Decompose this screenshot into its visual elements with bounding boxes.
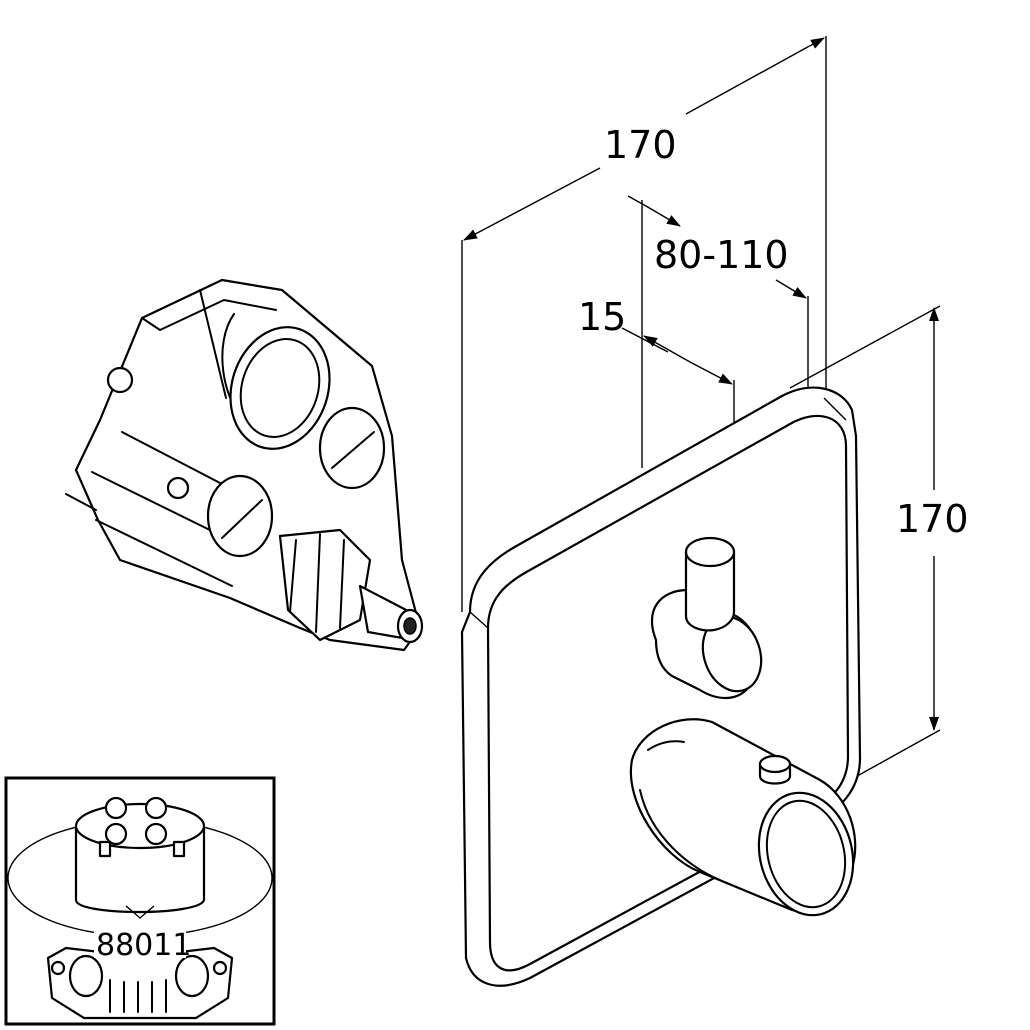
dim-arrow-170-left (463, 167, 601, 241)
valve-body (65, 278, 424, 652)
dim-label-width: 170 (604, 123, 677, 167)
dim-arrow-15-right (689, 361, 733, 385)
dim-arrow-170-right (685, 37, 825, 115)
dim-label-height: 170 (896, 497, 969, 541)
inset-box: 88011 (4, 776, 276, 1026)
extension-line-top-170 (789, 305, 941, 389)
thermostat-knob (629, 718, 857, 917)
dim-arrow-80-110-left (645, 205, 681, 227)
diverter-handle (650, 536, 763, 700)
extension-line-bottom-170 (849, 729, 941, 781)
dim-label-spindle-offset: 80-110 (654, 233, 789, 277)
inset-part-number: 88011 (96, 928, 191, 963)
dim-arrow-15-left (643, 335, 691, 363)
dim-label-handle-offset: 15 (578, 295, 626, 339)
dim-arrow-80-110-right (775, 279, 807, 299)
